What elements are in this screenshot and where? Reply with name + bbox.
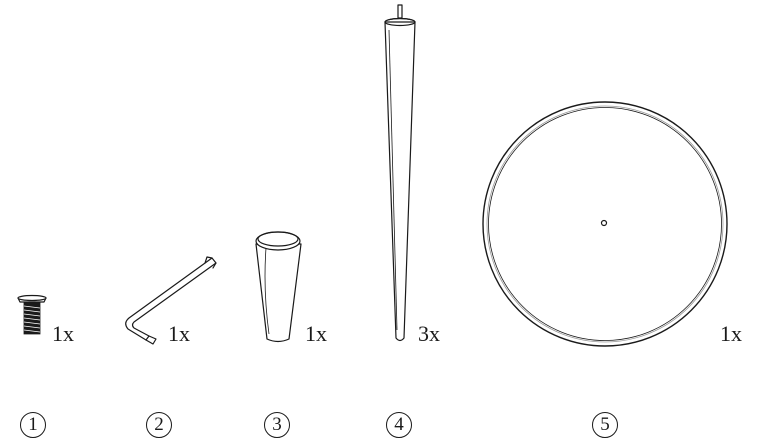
leg-illustration (384, 4, 416, 342)
tabletop-illustration (482, 101, 728, 347)
part-5-number: 5 (592, 412, 618, 438)
part-4-number: 4 (386, 412, 412, 438)
part-1-number: 1 (20, 412, 46, 438)
part-4-quantity: 3x (418, 321, 440, 346)
screw-illustration (17, 294, 47, 335)
part-2-number: 2 (146, 412, 172, 438)
connector-illustration (255, 231, 302, 343)
part-2-quantity: 1x (168, 321, 190, 346)
part-3-quantity: 1x (305, 321, 327, 346)
part-1-quantity: 1x (52, 321, 74, 346)
part-3-number: 3 (264, 412, 290, 438)
part-5-quantity: 1x (720, 321, 742, 346)
hex-key-illustration (125, 256, 217, 345)
